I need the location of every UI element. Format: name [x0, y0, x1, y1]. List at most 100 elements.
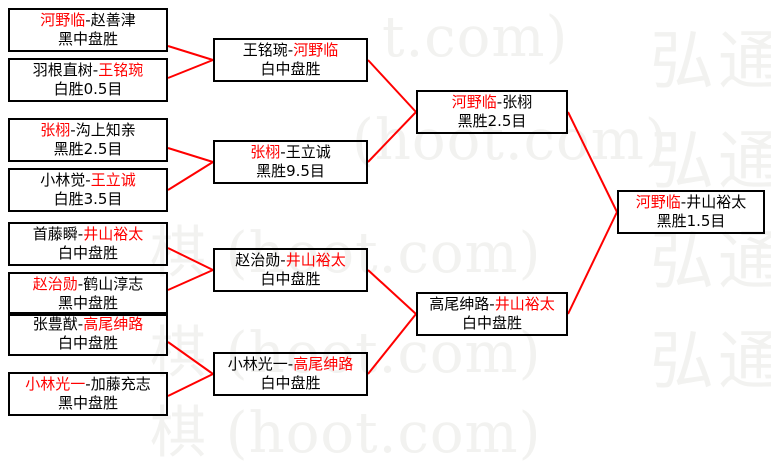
player-separator: -: [287, 354, 294, 373]
player-loser: 小林光一: [227, 354, 288, 373]
connector-r3m2-to-fm1: [567, 211, 618, 315]
player-loser: 井山裕太: [686, 192, 747, 211]
connector-r1m8-to-r2m4: [167, 373, 214, 397]
connector-r2m4-to-r3m2: [367, 313, 417, 375]
connector-r2m2-to-r3m1: [367, 111, 417, 163]
player-winner: 王铭琬: [98, 60, 144, 79]
connector-r3m1-to-fm1: [567, 111, 618, 213]
match-result: 黑胜1.5目: [656, 211, 726, 230]
player-winner: 张栩: [250, 142, 281, 161]
player-loser: 赵善津: [90, 10, 136, 29]
player-loser: 赵治勋: [235, 250, 281, 269]
match-box-r1m6[interactable]: 赵治勋-鹤山淳志黑中盘胜: [8, 272, 168, 316]
match-players: 王铭琬-河野临: [242, 40, 339, 60]
player-loser: 羽根直树: [32, 60, 93, 79]
player-loser: 王铭琬: [242, 40, 288, 59]
player-separator: -: [680, 192, 687, 211]
match-players: 张豊猷-高尾绅路: [32, 314, 144, 334]
player-loser: 张栩: [502, 92, 533, 111]
match-result: 白中盘胜: [57, 333, 118, 352]
player-winner: 河野临: [635, 192, 681, 211]
player-separator: -: [70, 120, 76, 139]
match-box-r1m4[interactable]: 小林觉-王立诚白胜3.5目: [8, 168, 168, 212]
connector-r1m3-to-r2m2: [167, 147, 214, 163]
match-players: 张栩-沟上知亲: [40, 120, 136, 140]
match-result: 白胜3.5目: [53, 189, 123, 208]
match-players: 张栩-王立诚: [250, 142, 331, 162]
watermark-text: 弘通: [650, 125, 771, 199]
player-winner: 张栩: [40, 120, 71, 139]
player-loser: 首藤瞬: [32, 224, 78, 243]
match-box-r3m1[interactable]: 河野临-张栩黑胜2.5目: [416, 90, 568, 134]
player-winner: 井山裕太: [83, 224, 144, 243]
match-result: 黑胜2.5目: [53, 139, 123, 158]
match-result: 白中盘胜: [260, 373, 321, 392]
player-separator: -: [489, 294, 495, 313]
match-box-r1m1[interactable]: 河野临-赵善津黑中盘胜: [8, 8, 168, 52]
connector-r1m7-to-r2m4: [167, 341, 214, 375]
player-winner: 赵治勋: [32, 274, 78, 293]
match-result: 黑中盘胜: [57, 293, 118, 312]
player-separator: -: [496, 92, 503, 111]
match-box-r1m3[interactable]: 张栩-沟上知亲黑胜2.5目: [8, 118, 168, 162]
match-box-r2m3[interactable]: 赵治勋-井山裕太白中盘胜: [213, 248, 368, 292]
player-winner: 河野临: [451, 92, 497, 111]
match-box-r1m8[interactable]: 小林光一-加藤充志黑中盘胜: [8, 372, 168, 416]
match-box-r2m1[interactable]: 王铭琬-河野临白中盘胜: [213, 38, 368, 82]
match-result: 白中盘胜: [260, 59, 321, 78]
player-loser: 加藤充志: [90, 374, 151, 393]
match-box-r3m2[interactable]: 高尾绅路-井山裕太白中盘胜: [416, 292, 568, 336]
match-players: 小林光一-高尾绅路: [227, 354, 353, 374]
player-winner: 井山裕太: [494, 294, 555, 313]
player-winner: 河野临: [293, 40, 339, 59]
match-box-r2m2[interactable]: 张栩-王立诚黑胜9.5目: [213, 140, 368, 184]
connector-r1m5-to-r2m3: [167, 247, 214, 271]
match-players: 羽根直树-王铭琬: [32, 60, 144, 80]
player-winner: 小林光一: [25, 374, 86, 393]
connector-r1m2-to-r2m1: [167, 59, 214, 79]
match-players: 河野临-张栩: [451, 92, 533, 112]
connector-r2m3-to-r3m2: [367, 269, 417, 315]
player-loser: 张豊猷: [32, 314, 78, 333]
match-result: 黑中盘胜: [57, 29, 118, 48]
connector-r2m1-to-r3m1: [367, 59, 417, 113]
player-loser: 鹤山淳志: [83, 274, 144, 293]
match-players: 首藤瞬-井山裕太: [32, 224, 144, 244]
player-winner: 王立诚: [90, 170, 136, 189]
connector-r1m4-to-r2m2: [167, 161, 214, 191]
player-separator: -: [77, 274, 84, 293]
match-box-r2m4[interactable]: 小林光一-高尾绅路白中盘胜: [213, 352, 368, 396]
player-separator: -: [287, 40, 294, 59]
watermark-text: 弘通: [650, 25, 771, 99]
player-separator: -: [85, 170, 91, 189]
player-winner: 高尾绅路: [83, 314, 144, 333]
player-separator: -: [85, 10, 91, 29]
match-result: 黑胜2.5目: [457, 111, 527, 130]
player-winner: 河野临: [40, 10, 86, 29]
player-separator: -: [77, 224, 84, 243]
match-players: 赵治勋-鹤山淳志: [32, 274, 144, 294]
match-box-fm1[interactable]: 河野临-井山裕太黑胜1.5目: [617, 190, 765, 234]
match-result: 白中盘胜: [57, 243, 118, 262]
player-winner: 井山裕太: [285, 250, 346, 269]
match-box-r1m7[interactable]: 张豊猷-高尾绅路白中盘胜: [8, 312, 168, 356]
match-box-r1m2[interactable]: 羽根直树-王铭琬白胜0.5目: [8, 58, 168, 102]
match-result: 黑中盘胜: [57, 393, 118, 412]
watermark-text: 弘通: [650, 325, 771, 399]
player-loser: 小林觉: [40, 170, 86, 189]
match-result: 白中盘胜: [260, 269, 321, 288]
match-players: 河野临-赵善津: [40, 10, 136, 30]
match-players: 小林光一-加藤充志: [25, 374, 151, 394]
player-loser: 王立诚: [285, 142, 331, 161]
match-players: 小林觉-王立诚: [40, 170, 136, 190]
player-separator: -: [85, 374, 91, 393]
match-result: 黑胜9.5目: [256, 161, 325, 180]
match-box-r1m5[interactable]: 首藤瞬-井山裕太白中盘胜: [8, 222, 168, 266]
match-players: 赵治勋-井山裕太: [235, 250, 346, 270]
connector-r1m1-to-r2m1: [167, 45, 214, 61]
match-result: 白胜0.5目: [53, 79, 123, 98]
player-separator: -: [77, 314, 84, 333]
player-loser: 沟上知亲: [75, 120, 136, 139]
player-separator: -: [280, 250, 286, 269]
